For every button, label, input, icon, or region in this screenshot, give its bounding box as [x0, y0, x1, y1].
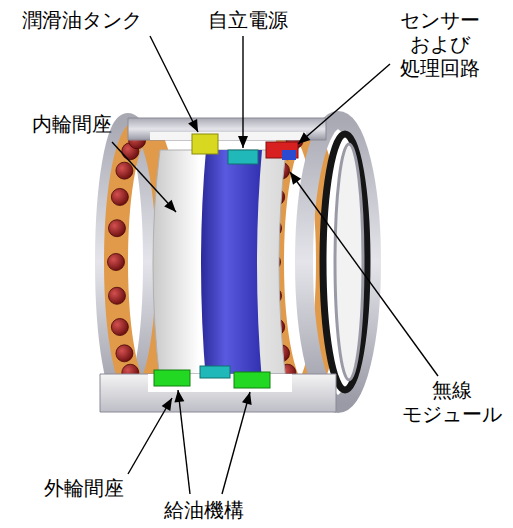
- outer-spacer: [128, 118, 326, 140]
- arrowhead: [242, 392, 252, 405]
- rolling-ball: [111, 319, 128, 336]
- part-label: 外輪間座: [44, 476, 124, 500]
- arrowhead: [290, 172, 301, 185]
- part-label: 自立電源: [208, 8, 288, 32]
- outer-spacer: [150, 132, 306, 140]
- leader-line: [178, 390, 190, 494]
- power-source: [228, 150, 258, 164]
- rolling-ball: [111, 188, 128, 205]
- arrowhead: [164, 200, 176, 212]
- inner-spacer: [153, 150, 286, 382]
- spacer-band: [201, 150, 262, 382]
- arrowhead: [162, 398, 172, 411]
- arrowhead: [238, 136, 248, 148]
- part-label: 潤滑油タンク: [22, 8, 142, 32]
- arrowhead: [188, 119, 198, 132]
- inner-bore: [323, 134, 367, 390]
- power-source: [200, 366, 230, 378]
- rolling-ball: [108, 220, 125, 237]
- oil-tank: [192, 134, 218, 154]
- part-label: 内輪間座: [32, 112, 112, 136]
- oil-feeder: [234, 372, 270, 388]
- leader-line: [128, 398, 172, 474]
- rolling-ball: [108, 287, 125, 304]
- oil-feeder: [154, 370, 190, 386]
- rolling-ball: [108, 254, 125, 271]
- wireless-module: [282, 150, 296, 160]
- leader-line: [150, 36, 198, 132]
- outer-ring: [304, 120, 372, 404]
- leader-lines: [112, 36, 438, 494]
- arrowhead: [298, 132, 310, 144]
- rolling-ball: [116, 162, 133, 179]
- inner-bore: [335, 144, 363, 380]
- arrowhead: [174, 390, 184, 402]
- part-label: センサー および 処理回路: [388, 8, 492, 80]
- part-label: 給油機構: [164, 498, 244, 522]
- rolling-ball: [116, 345, 133, 362]
- leader-line: [298, 64, 390, 144]
- ball-row: [108, 132, 146, 392]
- leader-line: [290, 172, 438, 376]
- outer-spacer: [100, 374, 336, 412]
- leader-line: [222, 392, 250, 494]
- leader-line: [112, 142, 176, 212]
- leader-line: [242, 36, 243, 148]
- part-label: 無線 モジュール: [396, 378, 508, 426]
